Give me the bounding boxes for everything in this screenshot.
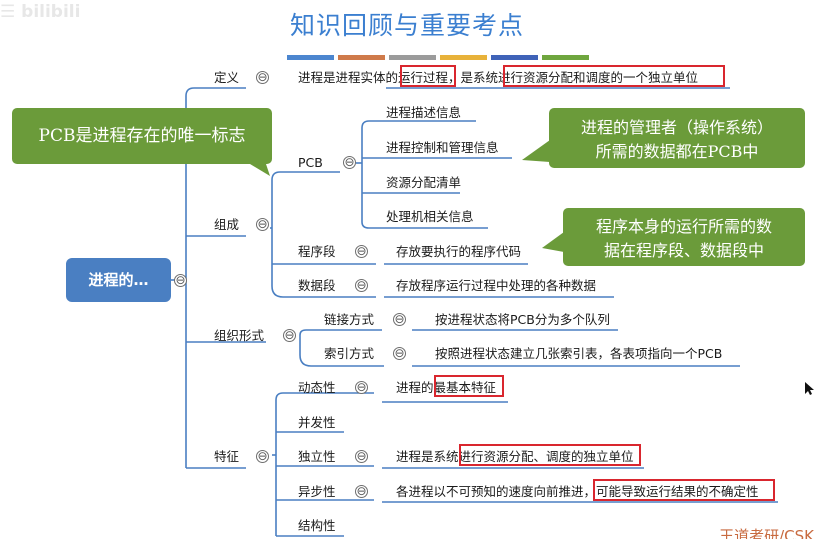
dynamic-text: 进程的最基本特征 <box>396 380 497 395</box>
highlight-box <box>503 65 725 87</box>
pcb-item: 处理机相关信息 <box>386 209 474 224</box>
branch-organization[interactable]: 组织形式 <box>214 328 265 343</box>
node-independent[interactable]: 独立性 <box>298 449 336 464</box>
collapse-icon[interactable]: ⊖ <box>355 278 368 292</box>
async-text: 各进程以不可预知的速度向前推进，可能导致运行结果的不确定性 <box>396 484 759 499</box>
highlight-box <box>593 479 775 501</box>
node-data-segment[interactable]: 数据段 <box>298 278 336 293</box>
color-bar <box>440 55 487 60</box>
pcb-item: 进程描述信息 <box>386 105 462 120</box>
mouse-cursor-icon <box>805 382 814 395</box>
node-linked-method[interactable]: 链接方式 <box>324 312 375 327</box>
pcb-item: 资源分配清单 <box>386 175 462 190</box>
branch-features[interactable]: 特征 <box>214 449 240 464</box>
callout-manager: 进程的管理者（操作系统） 所需的数据都在PCB中 <box>549 108 805 168</box>
definition-text: 进程是进程实体的运行过程，是系统进行资源分配和调度的一个独立单位 <box>298 70 699 85</box>
callout-line: 据在程序段、数据段中 <box>603 241 764 260</box>
callout-line: 进程的管理者（操作系统） <box>580 118 773 137</box>
credit-text: 王道考研/CSK <box>719 527 814 539</box>
collapse-icon[interactable]: ⊖ <box>355 380 368 394</box>
node-indexed-method[interactable]: 索引方式 <box>324 346 375 361</box>
linked-method-text: 按进程状态将PCB分为多个队列 <box>435 312 610 327</box>
collapse-icon[interactable]: ⊖ <box>343 155 356 169</box>
node-program-segment[interactable]: 程序段 <box>298 244 336 259</box>
data-segment-text: 存放程序运行过程中处理的各种数据 <box>396 278 597 293</box>
callout-line: 程序本身的运行所需的数 <box>595 217 772 236</box>
callout-line: 所需的数据都在PCB中 <box>595 142 759 161</box>
collapse-icon[interactable]: ⊖ <box>256 70 269 84</box>
indexed-method-text: 按照进程状态建立几张索引表，各表项指向一个PCB <box>435 346 723 361</box>
collapse-icon[interactable]: ⊖ <box>256 217 269 231</box>
color-bar <box>491 55 538 60</box>
branch-composition[interactable]: 组成 <box>214 217 240 232</box>
collapse-icon[interactable]: ⊖ <box>355 449 368 463</box>
color-bar <box>389 55 436 60</box>
color-bar <box>338 55 385 60</box>
node-pcb[interactable]: PCB <box>298 155 323 170</box>
color-bar <box>542 55 589 60</box>
callout-program: 程序本身的运行所需的数 据在程序段、数据段中 <box>563 208 805 266</box>
highlight-box <box>459 444 641 466</box>
page-title: 知识回顾与重要考点 <box>289 11 524 40</box>
color-bar <box>287 55 334 60</box>
collapse-icon[interactable]: ⊖ <box>283 328 296 342</box>
root-node[interactable]: 进程的… <box>66 258 171 302</box>
collapse-icon[interactable]: ⊖ <box>256 449 269 463</box>
highlight-box <box>434 375 504 397</box>
program-segment-text: 存放要执行的程序代码 <box>396 244 522 259</box>
highlight-box <box>400 65 456 87</box>
collapse-icon[interactable]: ⊖ <box>355 244 368 258</box>
bilibili-watermark: ☰ bilibili <box>0 2 81 22</box>
branch-definition[interactable]: 定义 <box>214 70 240 85</box>
node-concurrent[interactable]: 并发性 <box>298 415 336 430</box>
node-structural[interactable]: 结构性 <box>298 518 336 533</box>
callout-pcb-unique: PCB是进程存在的唯一标志 <box>12 108 272 164</box>
node-dynamic[interactable]: 动态性 <box>298 380 336 395</box>
collapse-icon[interactable]: ⊖ <box>393 312 406 326</box>
collapse-icon[interactable]: ⊖ <box>355 484 368 498</box>
collapse-icon[interactable]: ⊖ <box>174 273 187 287</box>
independent-text: 进程是系统进行资源分配、调度的独立单位 <box>396 449 634 464</box>
collapse-icon[interactable]: ⊖ <box>393 346 406 360</box>
pcb-item: 进程控制和管理信息 <box>386 140 499 155</box>
node-async[interactable]: 异步性 <box>298 484 336 499</box>
